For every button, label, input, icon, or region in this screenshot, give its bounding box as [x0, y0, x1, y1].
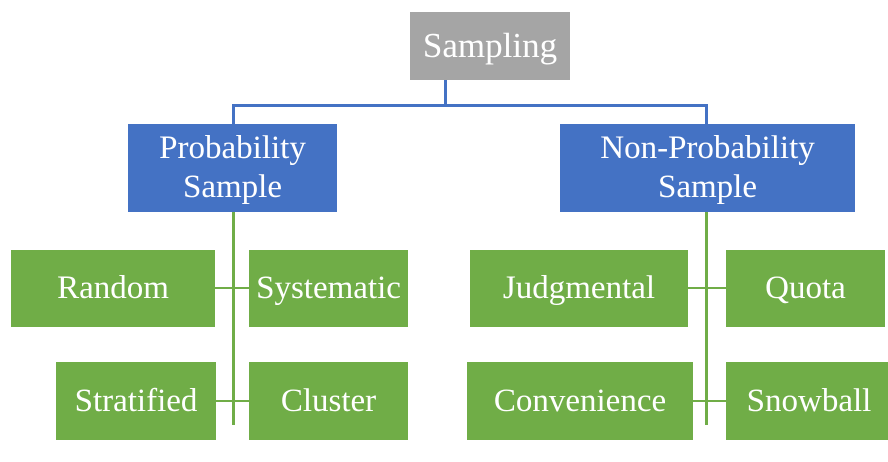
node-sampling[interactable]: Sampling [410, 12, 570, 80]
connector-stub-cluster [234, 400, 250, 402]
node-stratified[interactable]: Stratified [56, 362, 216, 440]
node-probability-sample[interactable]: Probability Sample [128, 124, 337, 212]
node-judgmental[interactable]: Judgmental [470, 250, 688, 327]
connector-stub-quota [707, 287, 726, 289]
connector-root-stem [444, 80, 447, 106]
connector-stub-judgmental [688, 287, 706, 289]
connector-drop-non-probability [705, 104, 708, 124]
node-convenience[interactable]: Convenience [467, 362, 693, 440]
node-random[interactable]: Random [11, 250, 215, 327]
connector-root-horizontal [232, 104, 708, 107]
node-quota[interactable]: Quota [726, 250, 885, 327]
connector-spine-probability [232, 212, 235, 425]
node-non-probability-sample[interactable]: Non-Probability Sample [560, 124, 855, 212]
node-systematic[interactable]: Systematic [249, 250, 408, 327]
connector-stub-convenience [693, 400, 706, 402]
connector-stub-systematic [234, 287, 250, 289]
connector-spine-non-probability [705, 212, 708, 425]
connector-stub-random [215, 287, 233, 289]
connector-drop-probability [232, 104, 235, 124]
node-snowball[interactable]: Snowball [726, 362, 888, 440]
connector-stub-snowball [707, 400, 726, 402]
node-cluster[interactable]: Cluster [249, 362, 408, 440]
connector-stub-stratified [216, 400, 233, 402]
